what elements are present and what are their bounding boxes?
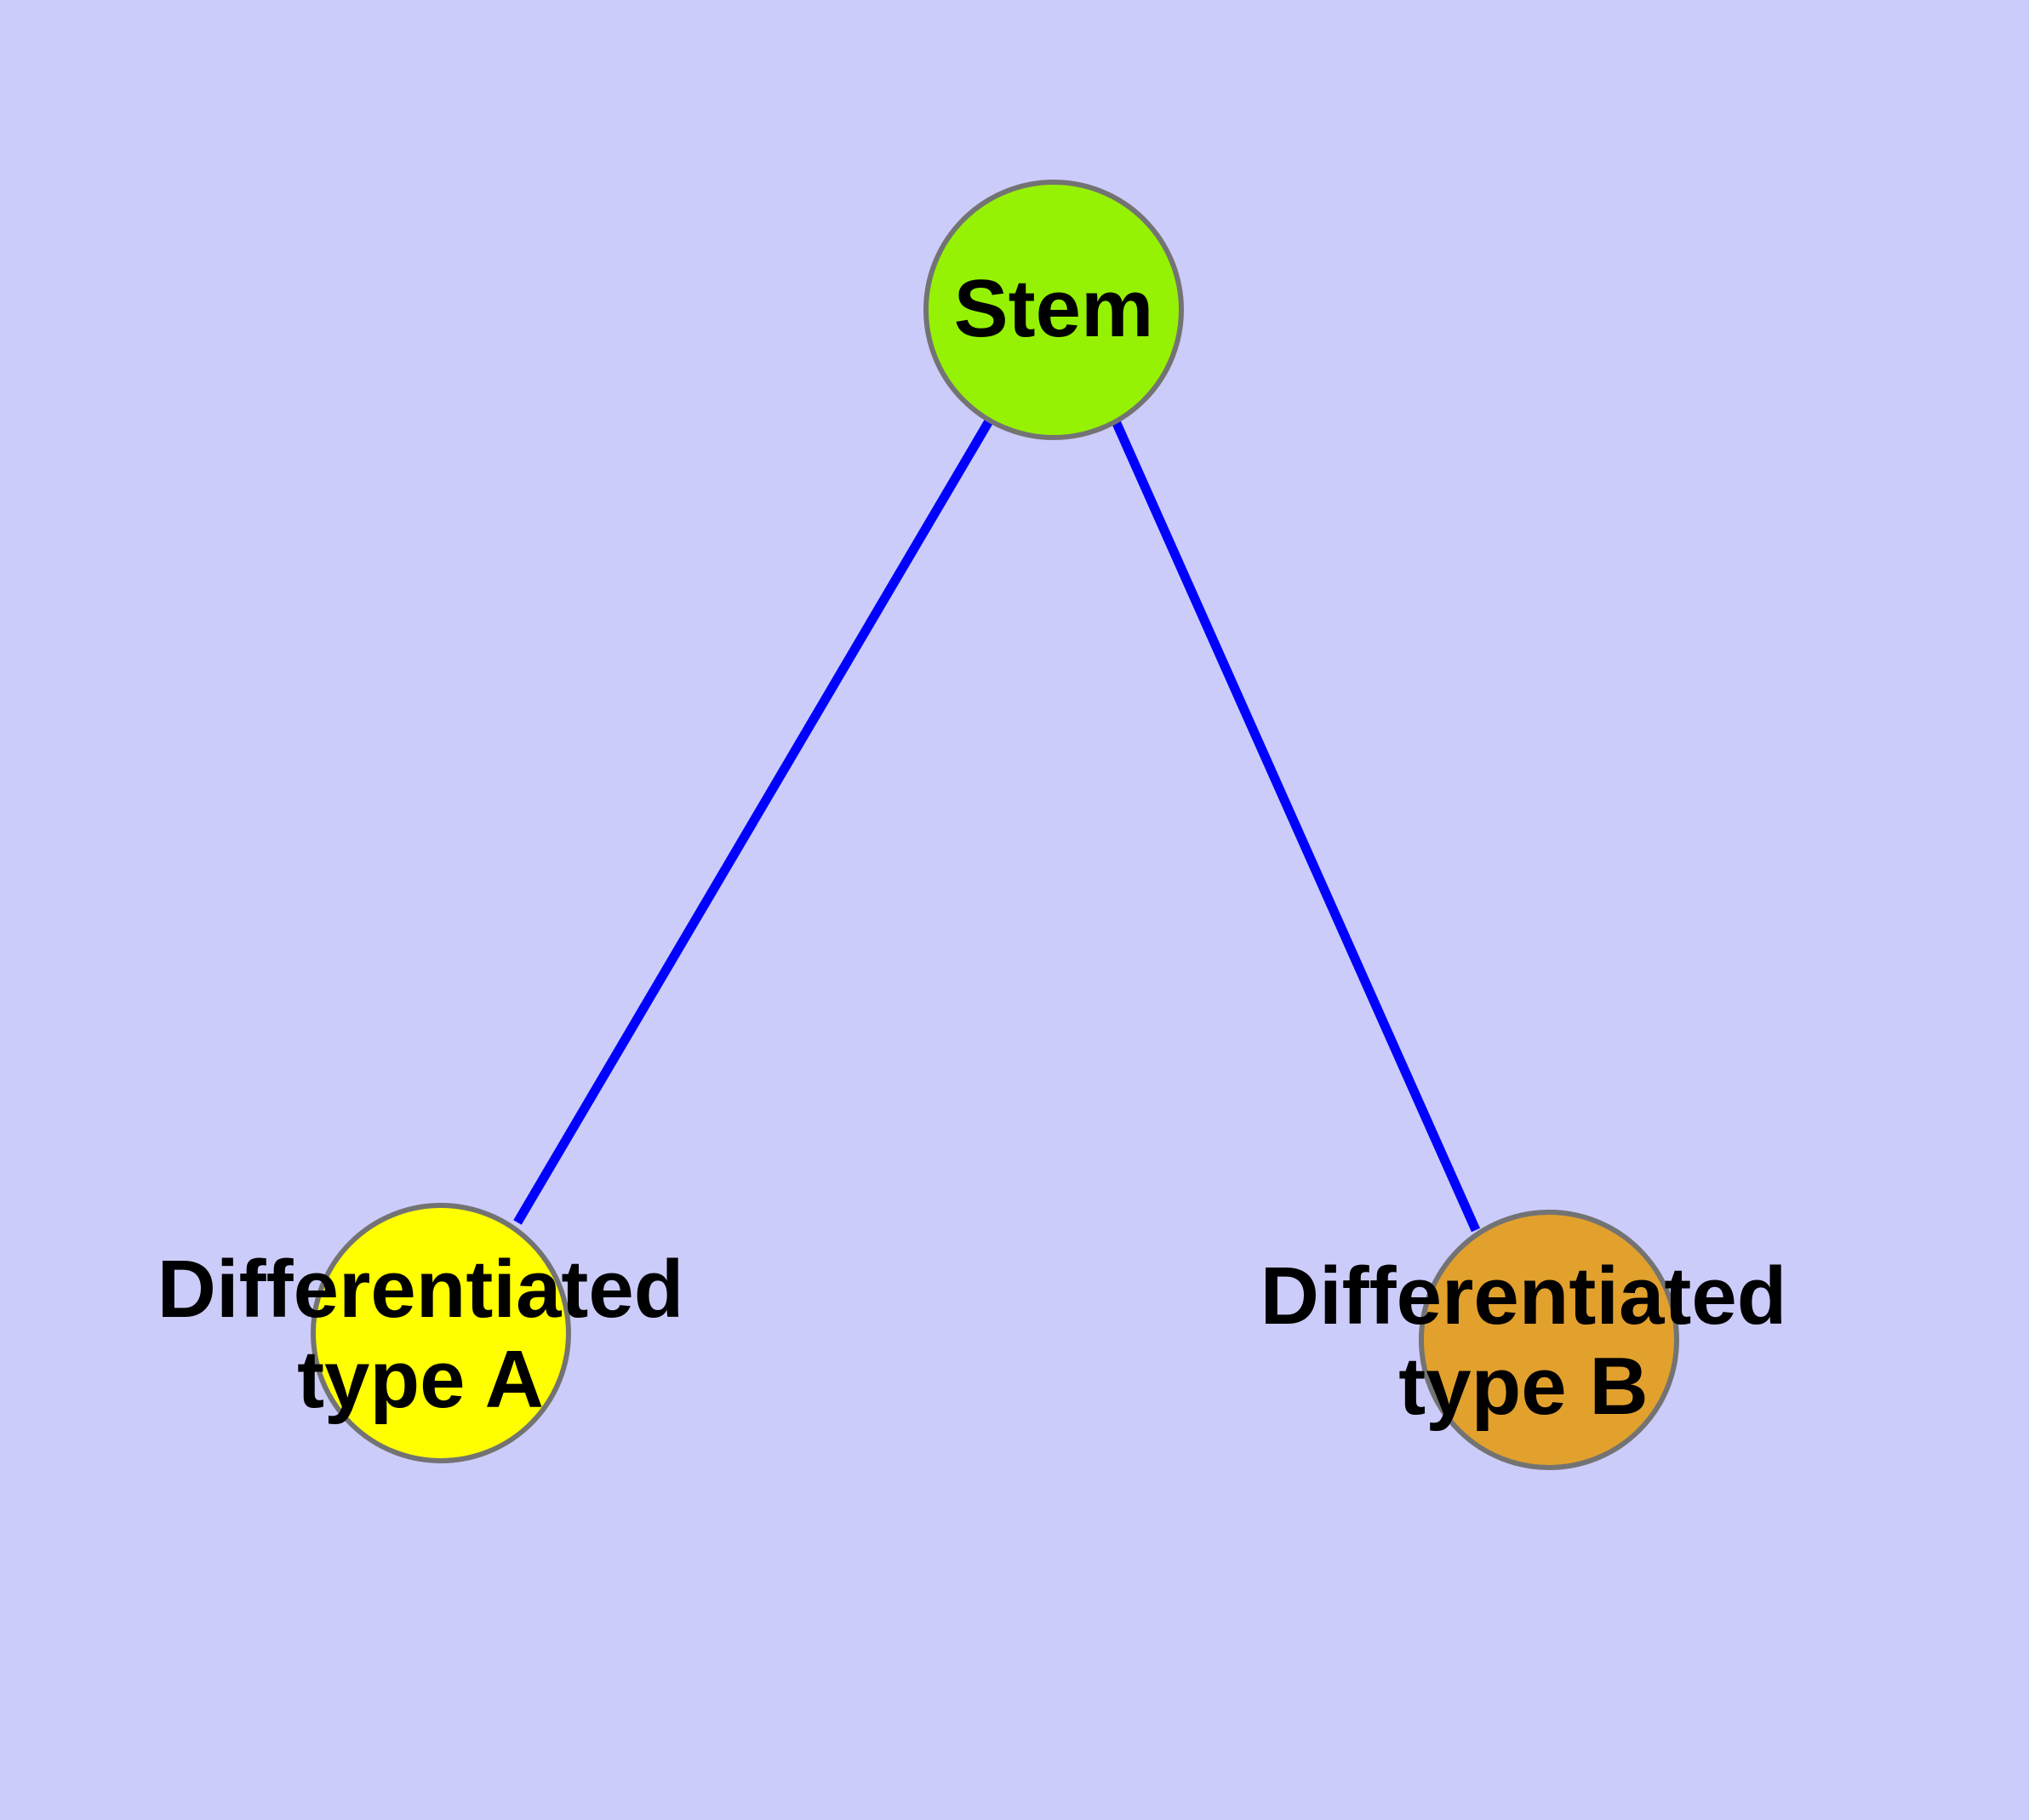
edges-layer <box>513 417 1481 1233</box>
graph-edge-stem-to-diff-a[interactable] <box>513 417 994 1225</box>
node-label-line: Differentiated <box>1260 1251 1787 1342</box>
node-label-stem: Stem <box>954 263 1154 354</box>
node-label-line: Stem <box>954 263 1154 354</box>
graph-edge-stem-to-diff-b[interactable] <box>1111 419 1481 1233</box>
node-label-line: Differentiated <box>157 1244 684 1335</box>
node-label-line: type A <box>297 1334 544 1425</box>
node-label-line: type B <box>1398 1341 1648 1432</box>
graph-node-diff-a[interactable] <box>311 1203 571 1463</box>
nodes-layer <box>311 180 1679 1470</box>
graph-node-stem[interactable] <box>923 180 1184 440</box>
graph-node-diff-b[interactable] <box>1419 1210 1679 1470</box>
